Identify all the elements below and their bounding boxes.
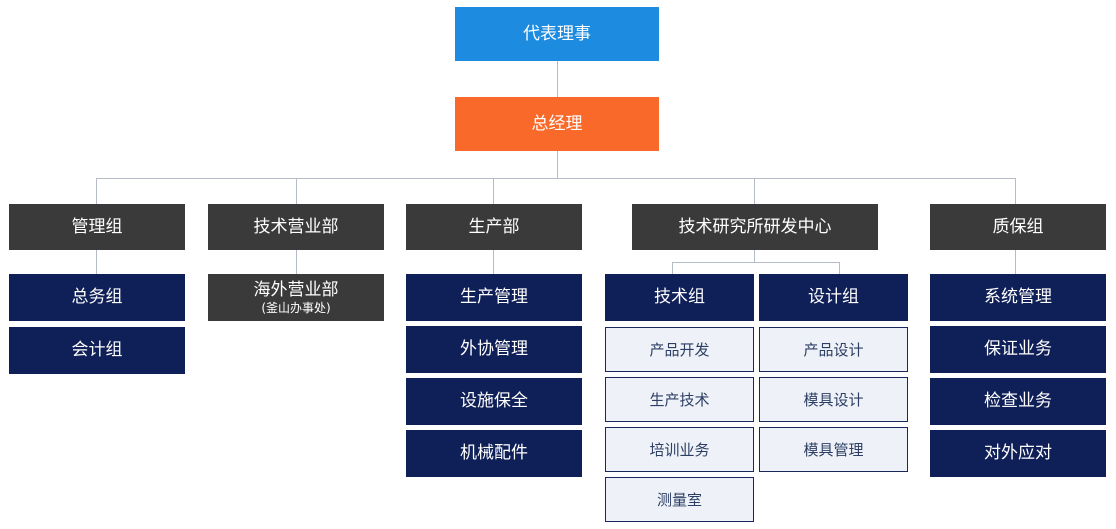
connector-prod-units [493,250,494,274]
unit-label: 总务组 [71,287,123,308]
unit-label: 会计组 [71,340,123,361]
unit-prod-2: 外协管理 [406,326,582,373]
connector-gm-bus [557,151,558,178]
unit-qa-4: 对外应对 [930,430,1106,477]
task-tech-2: 生产技术 [605,377,754,422]
task-tech-4: 测量室 [605,477,754,522]
connector-sales-units [296,250,297,274]
dept-rnd-label: 技术研究所研发中心 [678,216,832,237]
gm-box: 总经理 [455,97,659,151]
task-label: 测量室 [656,490,702,509]
task-label: 产品开发 [649,340,710,359]
dept-mgmt: 管理组 [9,204,185,250]
task-label: 培训业务 [649,440,710,459]
unit-mgmt-1: 总务组 [9,274,185,321]
connector-rnd-design [839,262,840,274]
connector-qa-units [1015,250,1016,274]
connector-rnd-split [672,262,839,263]
unit-prod-3: 设施保全 [406,378,582,425]
team-tech: 技术组 [605,274,754,321]
dept-qa: 质保组 [930,204,1106,250]
connector-rnd-down [754,250,755,262]
unit-label: 海外营业部 [253,279,339,300]
team-design: 设计组 [759,274,908,321]
unit-label: 系统管理 [984,287,1052,308]
unit-label: 生产管理 [460,287,528,308]
dept-sales-label: 技术营业部 [253,216,339,237]
unit-qa-2: 保证业务 [930,326,1106,373]
unit-sales-overseas: 海外营业部 (釜山办事处) [208,274,384,321]
unit-label: 检查业务 [984,391,1052,412]
task-label: 模具设计 [803,390,864,409]
dept-rnd: 技术研究所研发中心 [632,204,878,250]
unit-qa-1: 系统管理 [930,274,1106,321]
dept-mgmt-label: 管理组 [71,216,123,237]
unit-prod-4: 机械配件 [406,430,582,477]
gm-label: 总经理 [531,113,583,134]
connector-mgmt-units [96,250,97,274]
connector-ceo-gm [557,61,558,97]
ceo-box: 代表理事 [455,7,659,61]
connector-bus-mgmt [96,178,97,204]
unit-mgmt-2: 会计组 [9,327,185,374]
task-tech-3: 培训业务 [605,427,754,472]
connector-bus-qa [1015,178,1016,204]
task-tech-1: 产品开发 [605,327,754,372]
task-label: 产品设计 [803,340,864,359]
unit-prod-1: 生产管理 [406,274,582,321]
team-tech-label: 技术组 [654,287,705,308]
dept-prod: 生产部 [406,204,582,250]
unit-label: 设施保全 [460,391,528,412]
team-design-label: 设计组 [808,287,859,308]
connector-bus-rnd [754,178,755,204]
dept-prod-label: 生产部 [468,216,520,237]
task-design-2: 模具设计 [759,377,908,422]
ceo-label: 代表理事 [523,23,591,44]
unit-label: 保证业务 [984,339,1052,360]
connector-department-bus [96,178,1015,179]
unit-label: 机械配件 [460,443,528,464]
unit-label: 对外应对 [984,443,1052,464]
task-label: 生产技术 [649,390,710,409]
unit-qa-3: 检查业务 [930,378,1106,425]
dept-qa-label: 质保组 [992,216,1044,237]
task-label: 模具管理 [803,440,864,459]
connector-bus-sales [296,178,297,204]
connector-bus-prod [493,178,494,204]
task-design-3: 模具管理 [759,427,908,472]
dept-sales: 技术营业部 [208,204,384,250]
unit-sublabel: (釜山办事处) [261,301,331,315]
unit-label: 外协管理 [460,339,528,360]
task-design-1: 产品设计 [759,327,908,372]
connector-rnd-tech [672,262,673,274]
